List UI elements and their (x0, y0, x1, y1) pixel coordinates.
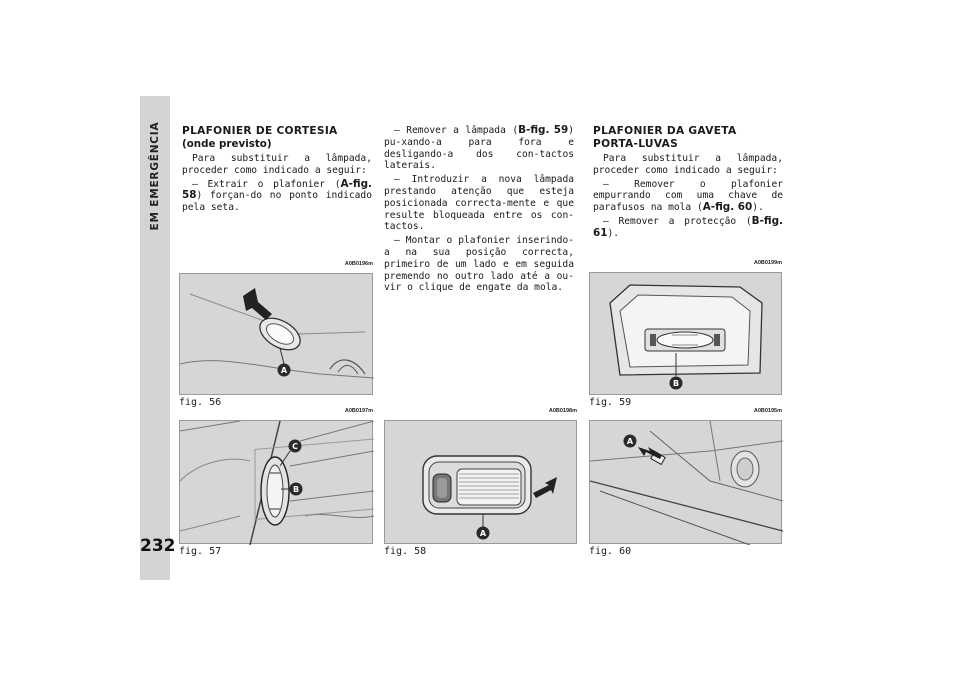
figure-code: A0B0199m (753, 260, 782, 266)
figure-code: A0B0196m (344, 261, 373, 267)
text-span: – Remover a protecção ( (603, 215, 752, 227)
door-light-illustration: C B (180, 421, 374, 545)
figure-reference: B-fig. 61 (593, 214, 783, 239)
figure-59: A0B0199m B fig. 59 (589, 260, 782, 408)
section-title-courtesy-light: PLAFONIER DE CORTESIA (182, 125, 338, 137)
title-line: PLAFONIER DA GAVETA (593, 125, 737, 137)
lamp-unit-illustration: A (422, 455, 557, 540)
figure-caption: fig. 56 (179, 397, 222, 408)
glovebox-lamp-illustration: B (609, 284, 763, 390)
arrow-icon (638, 447, 662, 459)
text-column-2: – Remover a lâmpada (B-fig. 59) pu-xando… (384, 124, 574, 296)
figure-reference: A-fig. 60 (702, 201, 753, 214)
marker-label: A (480, 529, 487, 538)
arrow-icon (533, 477, 557, 498)
paragraph: – Remover a protecção (B-fig. 61). (593, 214, 783, 240)
figure-illustration: A (589, 420, 783, 545)
figure-code: A0B0198m (548, 408, 577, 414)
side-band (140, 96, 170, 580)
text-span: ). (752, 202, 764, 214)
figure-60: A0B0195m A fig. 60 (589, 408, 783, 557)
text-span: ) forçan-do no ponto indicado pela seta. (182, 190, 372, 214)
paragraph: – Montar o plafonier inserindo-a na sua … (384, 235, 574, 294)
figure-illustration: A (179, 273, 374, 395)
arrow-icon (243, 288, 272, 320)
text-span: ) pu-xando-a para fora e desligando-a do… (384, 125, 574, 172)
text-span: – Extrair o plafonier ( (192, 178, 341, 190)
marker-label: B (673, 379, 679, 388)
paragraph: – Remover a lâmpada (B-fig. 59) pu-xando… (384, 124, 574, 172)
paragraph: – Extrair o plafonier (A-fig. 58) forçan… (182, 177, 372, 214)
marker-a (277, 363, 291, 377)
figure-caption: fig. 59 (589, 397, 632, 408)
figure-57: A0B0197m C B fig. 57 (179, 408, 374, 557)
figure-code: A0B0195m (753, 408, 782, 414)
section-tab: EM EMERGÊNCIA (140, 96, 170, 256)
title-line: PORTA-LUVAS (593, 137, 679, 150)
text-span: ). (607, 227, 620, 239)
figure-56: A0B0196m A fig. 56 (179, 261, 374, 408)
paragraph: – Introduzir a nova lâmpada prestando at… (384, 174, 574, 233)
figure-illustration: C B (179, 420, 374, 545)
figure-caption: fig. 58 (384, 546, 427, 557)
figure-caption: fig. 60 (589, 546, 632, 557)
figure-caption: fig. 57 (179, 546, 222, 557)
figure-reference: B-fig. 59 (518, 124, 569, 136)
figure-code: A0B0197m (344, 408, 373, 414)
figure-illustration: B (589, 272, 782, 395)
figure-58: A0B0198m A fig. 58 (384, 408, 577, 557)
marker-label: A (281, 366, 288, 375)
paragraph: Para substituir a lâmpada, proceder como… (182, 153, 372, 176)
text-span: – Remover a lâmpada ( (394, 125, 519, 136)
marker-label: A (627, 437, 634, 446)
text-column-1: PLAFONIER DE CORTESIA (onde previsto) Pa… (182, 125, 372, 216)
text-span: – Remover o plafonier empurrando com uma… (593, 178, 783, 214)
glovebox-open-illustration: A (590, 421, 783, 545)
marker-label: B (293, 485, 299, 494)
paragraph: Para substituir a lâmpada, proceder como… (593, 153, 783, 176)
courtesy-light-illustration: A (180, 288, 374, 379)
paragraph: – Remover o plafonier empurrando com uma… (593, 179, 783, 214)
figure-reference: A-fig. 58 (182, 177, 372, 202)
section-subtitle: (onde previsto) (182, 137, 272, 150)
section-tab-label: EM EMERGÊNCIA (149, 121, 161, 231)
figure-illustration: A (384, 420, 577, 544)
marker-label: C (292, 442, 298, 451)
page-number: 232 (140, 536, 176, 556)
